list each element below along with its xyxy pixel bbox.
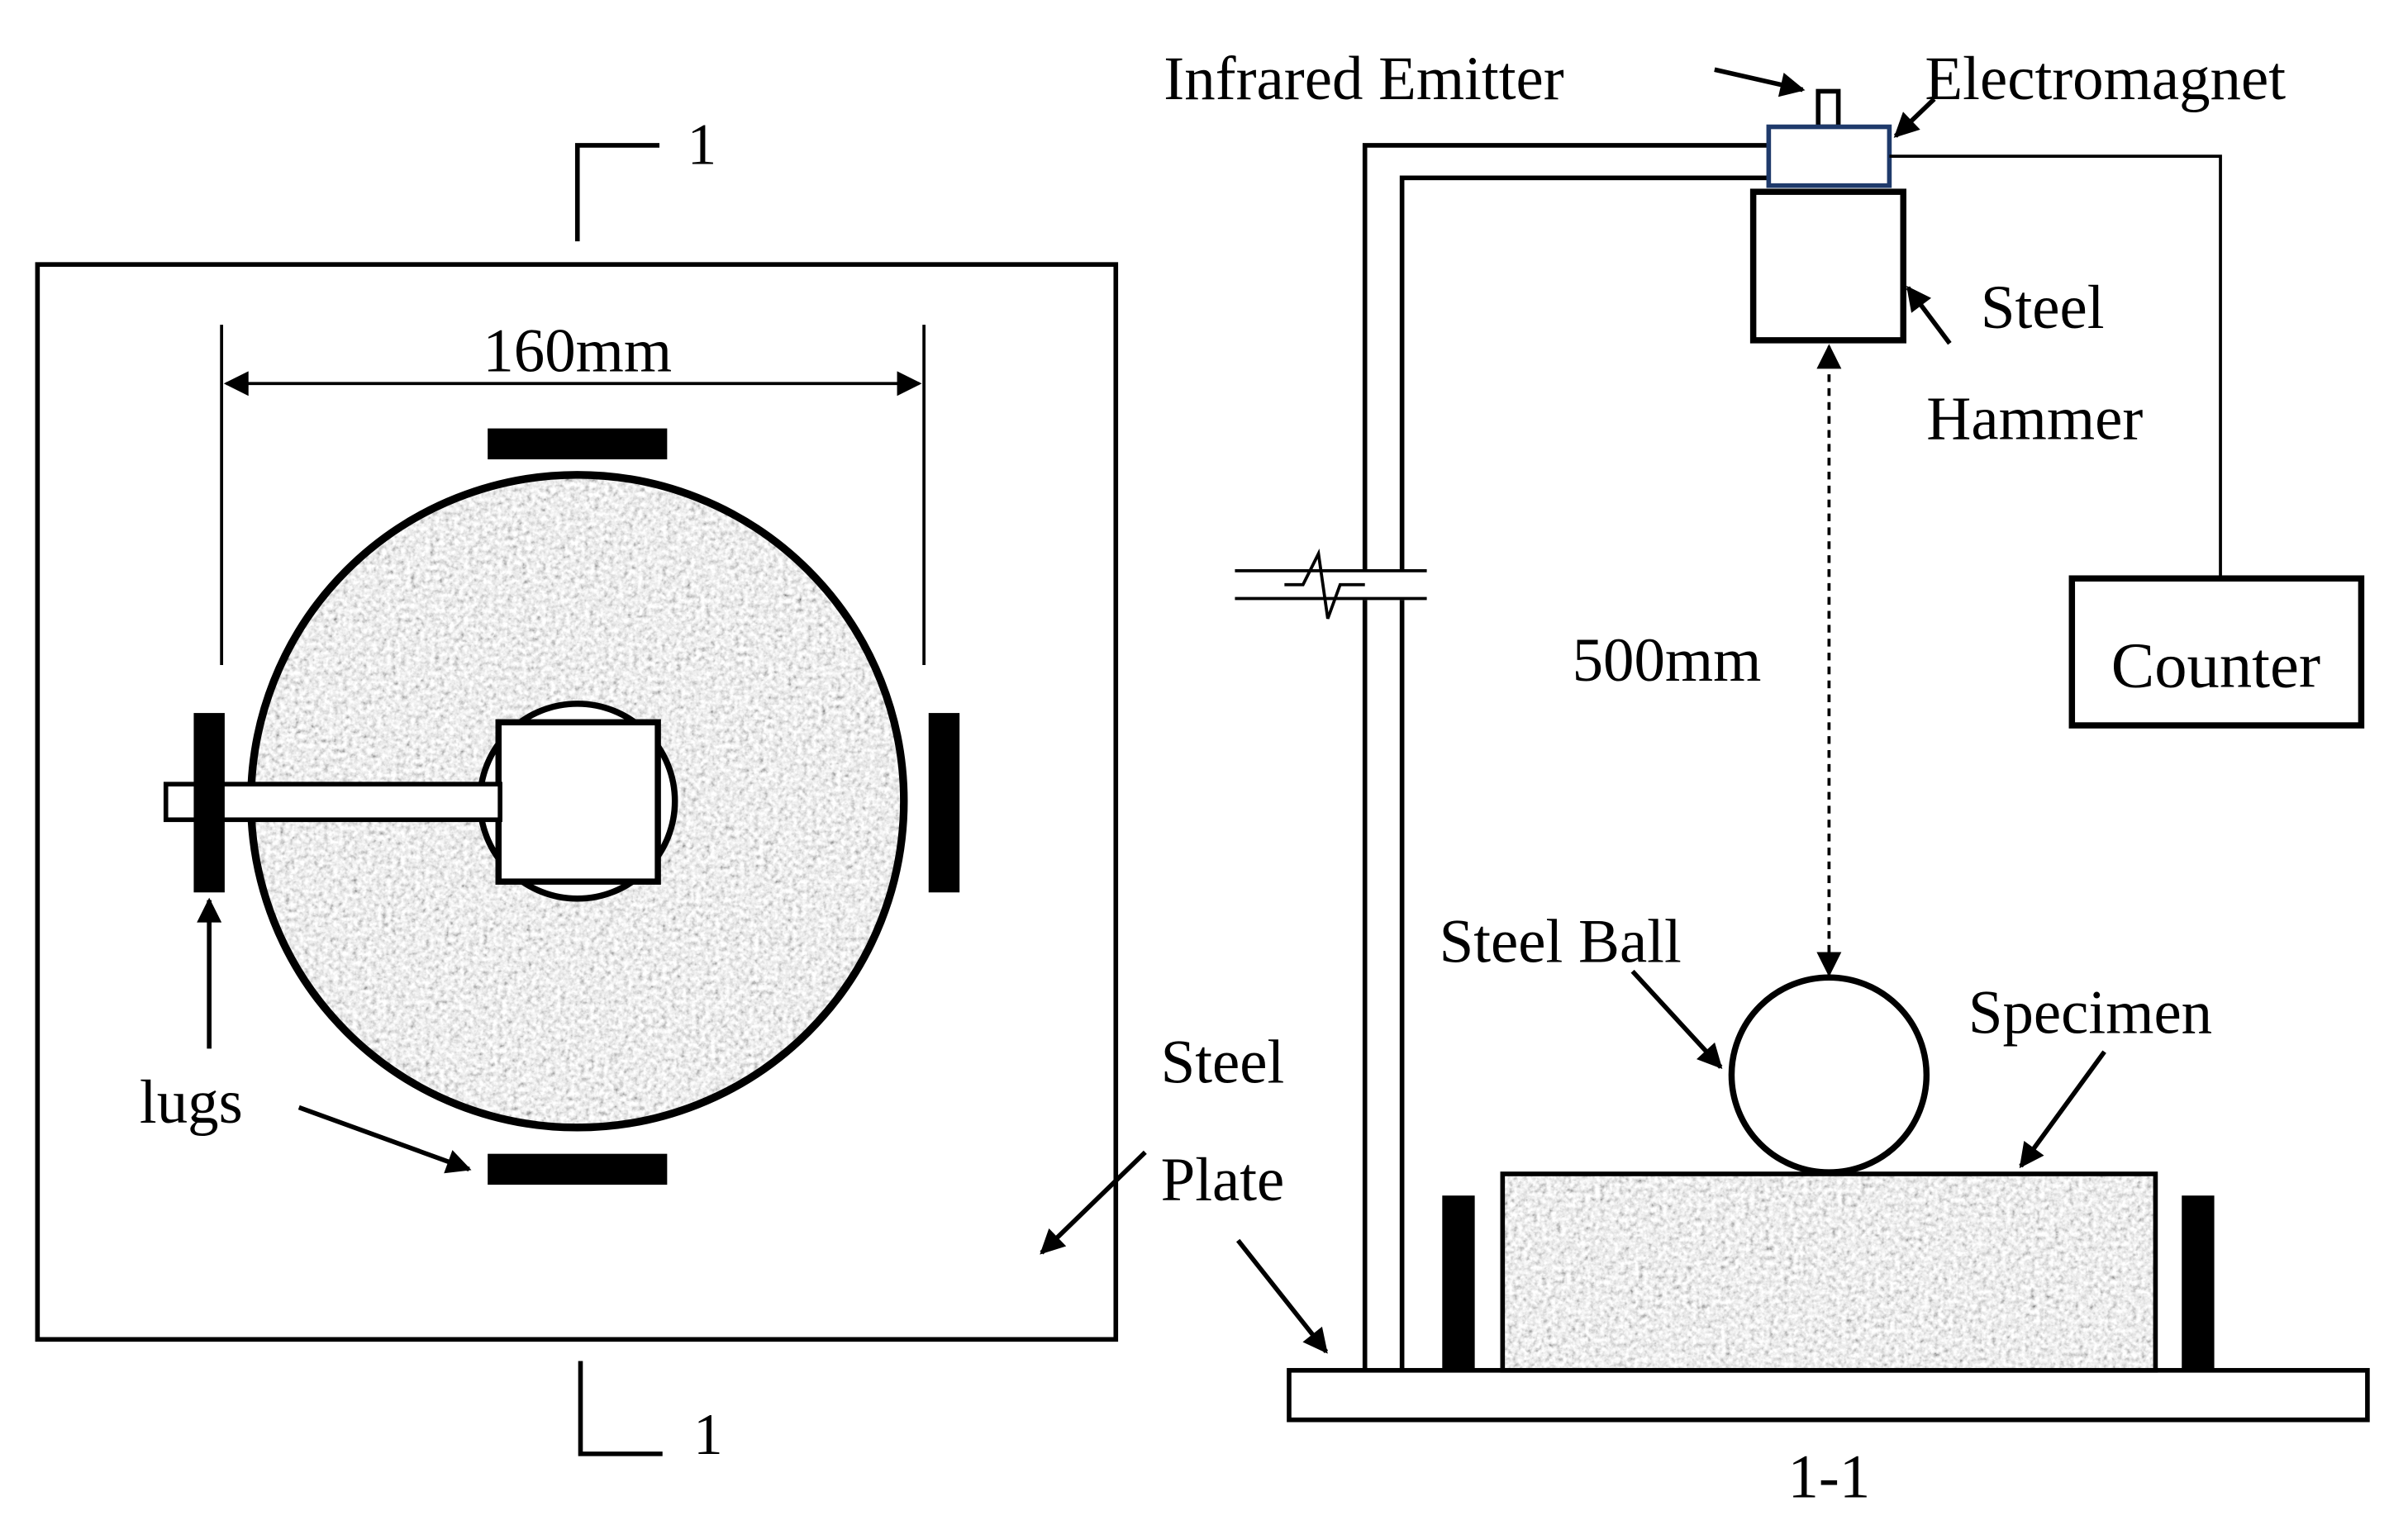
electromagnet-arrow: [1893, 97, 1936, 138]
infrared-emitter-arrow: [1714, 67, 1806, 97]
lug-section-left: [1442, 1195, 1475, 1371]
section-mark-bottom: [578, 1361, 663, 1456]
section-view: Infrared Emitter Electromagnet Steel Ham…: [1164, 45, 2370, 1511]
steel-hammer-label-line2: Hammer: [1926, 385, 2143, 454]
steel-plate-label-line1: Steel: [1161, 1029, 1285, 1097]
steel-hammer-plan: [495, 719, 661, 885]
lugs-label: lugs: [140, 1068, 243, 1137]
steel-hammer-arrow: [1906, 285, 1952, 345]
electromagnet-label: Electromagnet: [1925, 45, 2286, 113]
steel-hammer-label-line1: Steel: [1981, 273, 2105, 342]
lug-top: [488, 428, 668, 460]
frame-outer: [1362, 143, 1769, 1371]
section-mark-top-label: 1: [688, 112, 717, 177]
steel-ball-arrow: [1630, 969, 1723, 1070]
steel-plate-arrow-plan: [1040, 1150, 1147, 1255]
counter-box: [2068, 575, 2365, 729]
frame-break-zigzag: [1284, 549, 1365, 620]
steel-ball: [1728, 974, 1930, 1176]
section-title: 1-1: [1787, 1442, 1870, 1511]
lug-bottom: [488, 1153, 668, 1185]
steel-hammer: [1749, 188, 1906, 344]
lugs-arrow-right: [297, 1105, 472, 1174]
infrared-emitter: [1816, 88, 1841, 130]
frame-break-gap: [1359, 568, 1409, 601]
lug-left: [193, 713, 225, 893]
steel-plate-arrow-section: [1235, 1238, 1329, 1354]
lug-right: [928, 713, 960, 893]
section-mark-top: [574, 143, 659, 242]
steel-plate-label-line2: Plate: [1161, 1146, 1285, 1214]
counter-label: Counter: [2111, 629, 2320, 701]
specimen-label: Specimen: [1968, 979, 2212, 1048]
infrared-emitter-label: Infrared Emitter: [1164, 45, 1563, 113]
steel-plate-base: [1287, 1367, 2370, 1423]
plan-view: 1 1 160mm lugs: [35, 112, 1147, 1467]
steel-ball-label: Steel Ball: [1440, 908, 1682, 976]
counter-wire: [1889, 154, 2222, 579]
lug-section-right: [2182, 1195, 2215, 1371]
specimen-arrow: [2019, 1050, 2106, 1169]
frame-inner: [1399, 175, 1769, 1371]
steel-plate-plan: [35, 262, 1119, 1342]
specimen-section: [1500, 1171, 2158, 1373]
electromagnet: [1766, 124, 1892, 188]
drop-height-label: 500mm: [1573, 626, 1762, 695]
section-mark-bottom-label: 1: [693, 1403, 723, 1467]
dimension-160-label: 160mm: [483, 316, 672, 385]
